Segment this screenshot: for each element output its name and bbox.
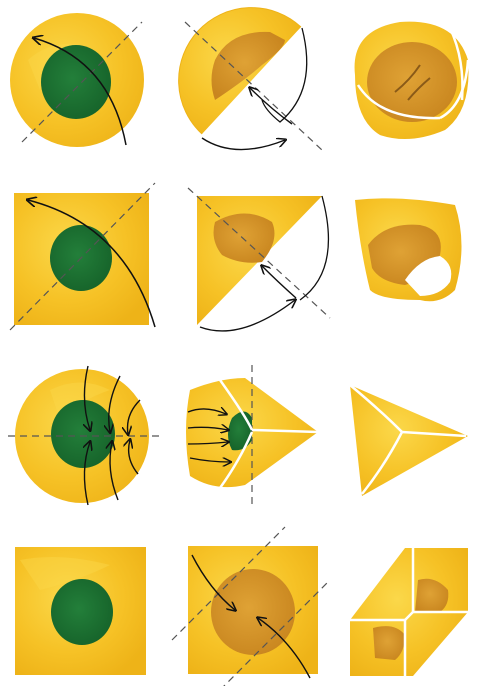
row-2-start-square [10,183,155,330]
row-1-start-circle [10,13,144,147]
row-3-folded-cone [186,365,318,505]
ochre-spot [214,214,275,263]
ochre-spot [211,569,295,655]
row-2-result-cone [355,198,462,301]
row-2-folded-triangle [188,188,330,331]
ochre-spot [367,42,457,122]
green-spot [51,579,113,645]
fold-arrow [250,88,292,124]
row-3-start-circle [8,366,160,505]
row-1 [10,8,469,150]
row-4-result-box [350,548,468,676]
row-1-result-bowl [355,22,469,139]
row-3-result-pyramid [350,385,468,496]
row-2 [10,183,462,331]
row-4 [15,527,468,686]
fold-arrow [202,138,285,150]
row-3 [8,365,468,505]
row-4-start-square [15,547,146,675]
row-1-folded-half [179,8,322,150]
row-4-folded-square [172,527,330,686]
green-spot [51,400,115,468]
